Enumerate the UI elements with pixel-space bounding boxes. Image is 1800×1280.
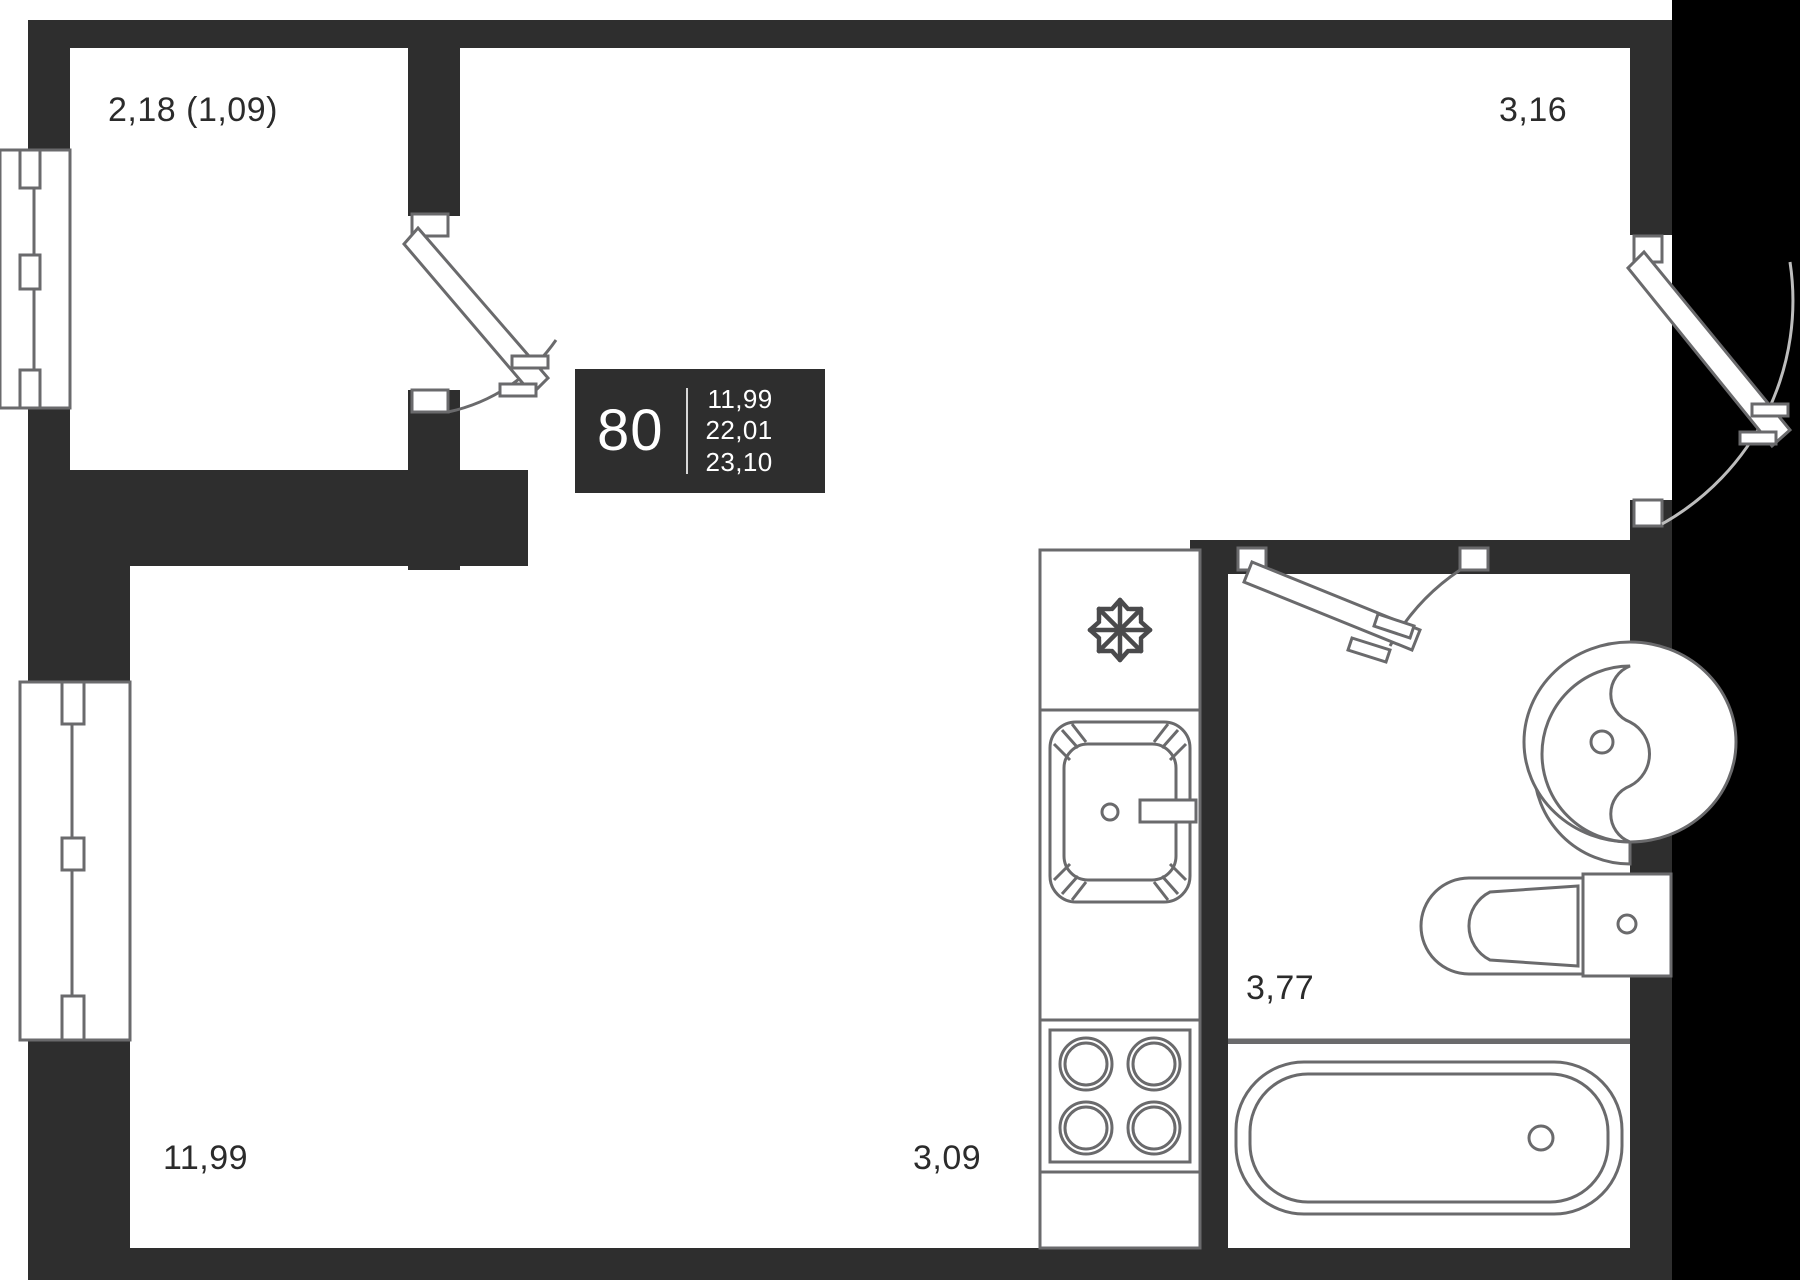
area-value-1: 11,99: [707, 384, 773, 415]
bathtub-icon: [1228, 1040, 1630, 1216]
area-value-3: 23,10: [705, 446, 773, 477]
dimension-living-width: 11,99: [163, 1139, 249, 1177]
dimension-kitchen-width: 3,09: [913, 1139, 982, 1177]
kitchen-unit: [1038, 548, 1202, 1250]
dimension-bathroom-depth: 3,77: [1246, 969, 1315, 1007]
washbasin-icon: [1522, 640, 1738, 866]
window-left-lower: [18, 680, 132, 1042]
unit-info-badge: 80 11,99 22,01 23,10: [575, 369, 825, 493]
room-balcony: [70, 48, 408, 470]
wall-structure-overlay: [28, 20, 1672, 1280]
entry-door: [1625, 234, 1795, 528]
cooktop-icon: [1048, 1028, 1192, 1164]
bathroom-door: [1236, 546, 1490, 664]
badge-divider: [685, 388, 688, 474]
area-value-2: 22,01: [705, 415, 773, 446]
balcony-door: [402, 212, 558, 414]
unit-number: 80: [597, 398, 664, 463]
exterior-void-right-2: [1672, 0, 1800, 1280]
toilet-icon: [1419, 872, 1673, 978]
dimension-top-right-width: 3,16: [1499, 91, 1568, 129]
refrigerator-icon: [1087, 597, 1153, 663]
kitchen-sink-icon: [1048, 720, 1198, 904]
window-left-upper: [0, 148, 72, 410]
dimension-balcony-width: 2,18 (1,09): [108, 91, 278, 129]
unit-area-list: 11,99 22,01 23,10: [706, 385, 773, 476]
